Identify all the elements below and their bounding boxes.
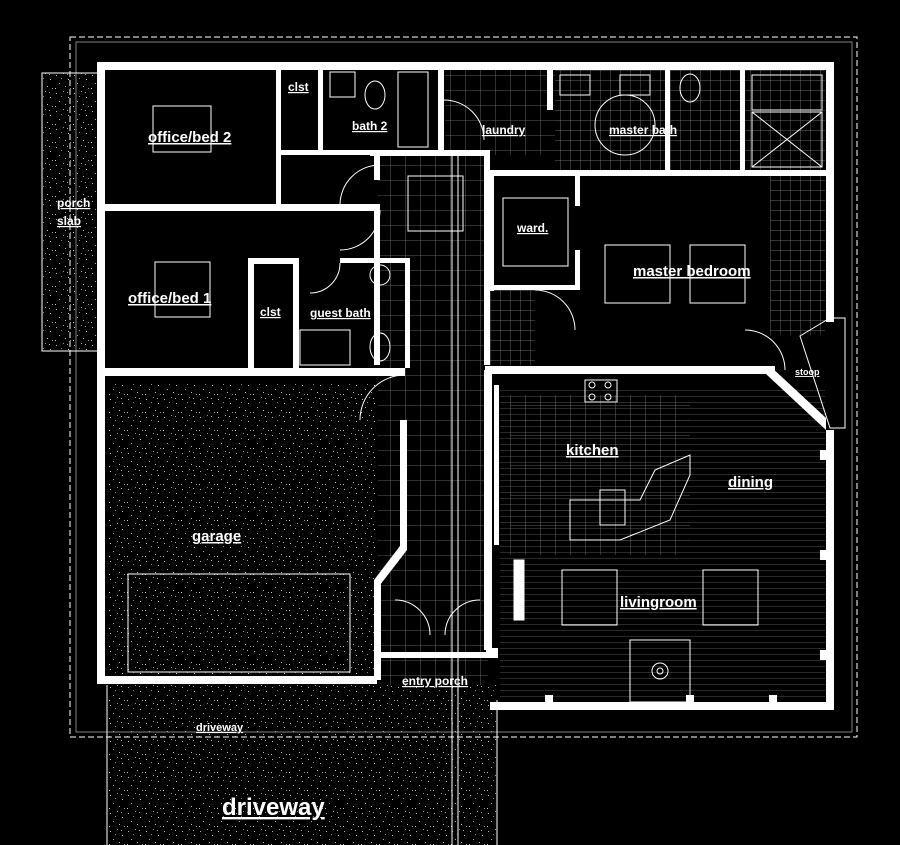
driveway-surface xyxy=(107,685,497,845)
laundry-tile xyxy=(445,70,555,155)
label-slab: slab xyxy=(57,214,81,228)
label-closet-top: clst xyxy=(288,80,309,94)
walls xyxy=(97,62,834,710)
label-office-bed-1: office/bed 1 xyxy=(128,290,211,307)
guest-bath-tile xyxy=(490,290,535,365)
label-laundry: laundry xyxy=(482,123,526,137)
door-swings xyxy=(309,94,786,636)
label-driveway-small: driveway xyxy=(196,722,244,734)
label-entry-porch: entry porch xyxy=(402,674,468,688)
label-master-bath: master bath xyxy=(609,123,677,137)
kitchen-tile xyxy=(510,395,690,555)
label-porch: porch xyxy=(57,196,90,210)
garage-parking-outline xyxy=(127,573,351,673)
garage-floor xyxy=(107,382,375,678)
label-wardrobe: ward. xyxy=(516,221,548,235)
label-bath-2: bath 2 xyxy=(352,119,388,133)
label-dining: dining xyxy=(728,474,773,491)
fixtures xyxy=(152,71,846,703)
hallway-tile xyxy=(378,155,488,685)
master-shower-tile xyxy=(770,175,825,335)
label-livingroom: livingroom xyxy=(620,594,697,611)
label-stoop: stoop xyxy=(795,367,820,377)
label-garage: garage xyxy=(192,528,241,545)
label-office-bed-2: office/bed 2 xyxy=(148,129,231,146)
posts xyxy=(486,450,832,709)
label-kitchen: kitchen xyxy=(566,442,619,459)
label-closet-mid: clst xyxy=(260,305,281,319)
property-boundary xyxy=(69,36,858,738)
label-guest-bath: guest bath xyxy=(310,306,371,320)
porch-slab xyxy=(41,72,101,352)
label-master-bedroom: master bedroom xyxy=(633,263,751,280)
label-driveway-large: driveway xyxy=(222,794,325,821)
master-bath-tile xyxy=(555,70,825,170)
